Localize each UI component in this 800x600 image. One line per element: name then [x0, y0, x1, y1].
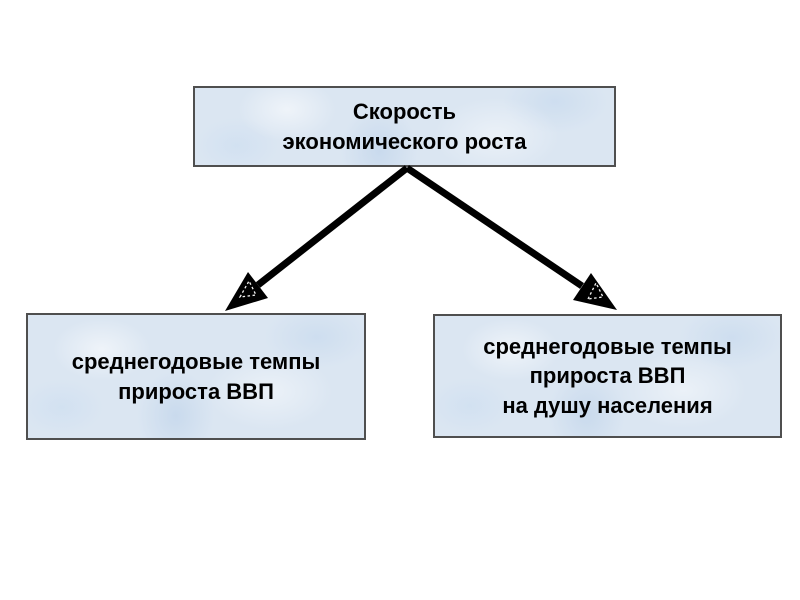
arrow-to-left-node — [225, 165, 410, 311]
arrowhead-right-icon — [573, 273, 617, 310]
arrowhead-left-inner-triangle-icon — [238, 279, 257, 298]
arrowhead-left-icon — [225, 272, 268, 311]
node-gdp-growth: среднегодовые темпы прироста ВВП — [26, 313, 366, 440]
node-economic-growth-rate-label: Скорость экономического роста — [282, 99, 527, 154]
node-gdp-per-capita-growth-label: среднегодовые темпы прироста ВВП на душу… — [483, 334, 732, 418]
node-gdp-growth-label: среднегодовые темпы прироста ВВП — [71, 349, 321, 404]
arrowhead-right-inner-triangle-icon — [586, 281, 604, 300]
node-gdp-per-capita-growth: среднегодовые темпы прироста ВВП на душу… — [433, 314, 782, 438]
node-economic-growth-rate: Скорость экономического роста — [193, 86, 616, 167]
arrow-to-right-node — [405, 165, 617, 310]
